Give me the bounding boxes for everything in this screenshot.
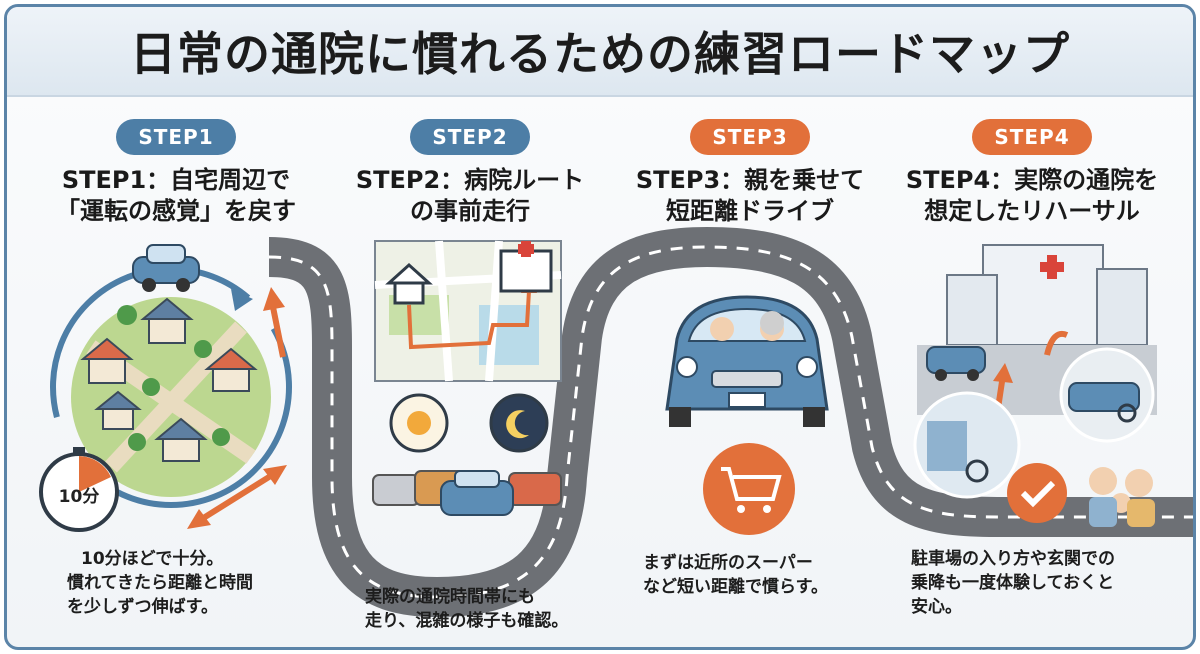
- step1-badge: STEP1: [116, 119, 236, 155]
- exit-arrow: [1044, 331, 1069, 356]
- check-icon: [1007, 463, 1067, 523]
- step4-desc-line3: 安心。: [911, 597, 962, 617]
- wheelchair-icon: [913, 391, 1021, 499]
- step2-desc-line1: 実際の通院時間帯にも: [365, 587, 535, 607]
- step1-desc-line1: 10分ほどで十分。: [81, 549, 224, 569]
- diagonal-arrow-head-start: [187, 509, 211, 529]
- step1-desc-line3: を少しずつ伸ばす。: [67, 597, 218, 617]
- step2-heading-line2: の事前走行: [410, 197, 530, 225]
- car-icon: [926, 346, 986, 381]
- page-title: 日常の通院に慣れるための練習ロードマップ: [130, 27, 1070, 81]
- step4-desc-line1: 駐車場の入り方や玄関での: [911, 549, 1115, 569]
- road-center-line: [268, 245, 1193, 599]
- timer-icon: 10分: [39, 447, 119, 532]
- direction-arrows: [187, 287, 287, 529]
- house-icon: [140, 297, 194, 344]
- car-side-icon: [1059, 347, 1155, 443]
- step1-description: 10分ほどで十分。 慣れてきたら距離と時間 を少しずつ伸ばす。: [67, 547, 253, 619]
- step3-description: まずは近所のスーパー など短い距離で慣らす。: [643, 551, 828, 599]
- up-arrow: [270, 306, 286, 358]
- step1-heading: STEP1：自宅周辺で 「運転の感覚」を戻す: [31, 165, 321, 227]
- step2-badge: STEP2: [410, 119, 530, 155]
- traffic-cars: [372, 470, 562, 516]
- house-icon: [385, 262, 433, 305]
- step4-description: 駐車場の入り方や玄関での 乗降も一度体験しておくと 安心。: [911, 547, 1115, 619]
- house-icon: [204, 347, 258, 392]
- hospital-icon: [946, 244, 1148, 346]
- step2-heading-line1: STEP2：病院ルート: [355, 166, 585, 194]
- step3-badge: STEP3: [690, 119, 810, 155]
- step3-column: STEP3 STEP3：親を乗せて 短距離ドライブ: [605, 119, 895, 227]
- winding-road: [268, 226, 1193, 618]
- up-arrow-head: [263, 287, 285, 311]
- house-icon: [80, 337, 134, 384]
- cart-icon: [703, 443, 795, 535]
- step3-heading-line2: 短距離ドライブ: [666, 197, 834, 225]
- step2-heading: STEP2：病院ルート の事前走行: [325, 165, 615, 227]
- moon-icon: [489, 393, 549, 453]
- tree-icon: [117, 305, 230, 451]
- step3-desc-line2: など短い距離で慣らす。: [643, 577, 828, 597]
- step1-heading-line2: 「運転の感覚」を戻す: [56, 197, 296, 225]
- entry-arrow-head: [993, 363, 1013, 383]
- step4-column: STEP4 STEP4：実際の通院を 想定したリハーサル: [887, 119, 1177, 227]
- step1-illustration: 10分: [39, 244, 292, 532]
- step2-description: 実際の通院時間帯にも 走り、混雑の様子も確認。: [365, 585, 568, 633]
- timer-label: 10分: [59, 487, 100, 507]
- sun-icon: [389, 393, 449, 453]
- step4-illustration: [913, 244, 1157, 527]
- house-icon: [94, 390, 142, 430]
- step3-heading: STEP3：親を乗せて 短距離ドライブ: [605, 165, 895, 227]
- step1-desc-line2: 慣れてきたら距離と時間: [67, 573, 253, 593]
- loop-arrow-head: [231, 289, 253, 311]
- step2-column: STEP2 STEP2：病院ルート の事前走行: [325, 119, 615, 227]
- step4-heading: STEP4：実際の通院を 想定したリハーサル: [887, 165, 1177, 227]
- title-bar: 日常の通院に慣れるための練習ロードマップ: [7, 7, 1193, 97]
- step3-illustration: [665, 295, 829, 535]
- infographic-frame: 日常の通院に慣れるための練習ロードマップ STEP1 STEP1：自宅周辺で 「…: [4, 4, 1196, 650]
- car-icon: [132, 244, 200, 292]
- hospital-icon: [499, 241, 553, 293]
- diagonal-arrow-head-end: [263, 465, 287, 485]
- step3-desc-line1: まずは近所のスーパー: [643, 553, 813, 573]
- step4-heading-line2: 想定したリハーサル: [924, 197, 1140, 225]
- diagonal-arrow: [195, 469, 279, 525]
- house-icon: [154, 417, 208, 462]
- step1-column: STEP1 STEP1：自宅周辺で 「運転の感覚」を戻す: [31, 119, 321, 227]
- family-icon: [1089, 467, 1155, 527]
- step1-heading-line1: STEP1：自宅周辺で: [61, 166, 291, 194]
- step3-heading-line1: STEP3：親を乗せて: [635, 166, 865, 194]
- step2-desc-line2: 走り、混雑の様子も確認。: [365, 611, 569, 631]
- step2-illustration: [372, 240, 562, 516]
- map-icon: [374, 240, 562, 382]
- step4-desc-line2: 乗降も一度体験しておくと: [911, 573, 1114, 593]
- step4-heading-line1: STEP4：実際の通院を: [905, 166, 1159, 194]
- car-front-icon: [665, 295, 829, 427]
- step4-badge: STEP4: [972, 119, 1092, 155]
